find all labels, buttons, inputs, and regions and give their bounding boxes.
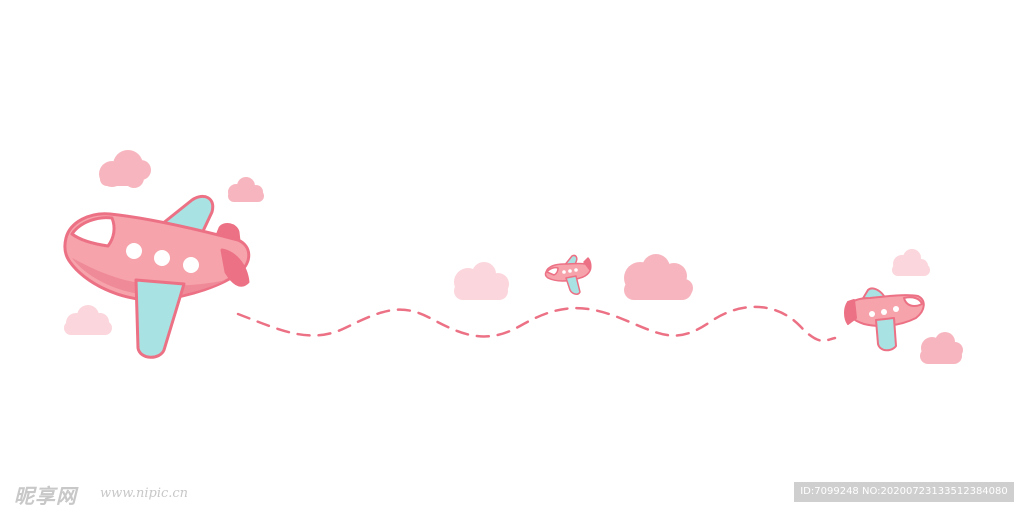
cloud-bottom-right xyxy=(920,332,963,364)
watermark-logo: 昵享网 xyxy=(14,484,77,508)
cloud-middle-light xyxy=(454,262,509,300)
cloud-right-light xyxy=(892,249,930,276)
cloud-bottom-left xyxy=(64,305,112,335)
dashed-flight-path xyxy=(236,305,837,342)
small-airplane-middle xyxy=(544,254,592,295)
cloud-middle-pink xyxy=(624,254,693,300)
cloud-small-top xyxy=(228,177,264,202)
watermark-url: www.nipic.cn xyxy=(100,486,189,501)
medium-airplane-right xyxy=(844,287,925,352)
cloud-top-left xyxy=(99,150,151,188)
watermark-id-badge: ID:7099248 NO:20200723133512384080 xyxy=(794,482,1014,502)
large-airplane xyxy=(63,195,251,359)
